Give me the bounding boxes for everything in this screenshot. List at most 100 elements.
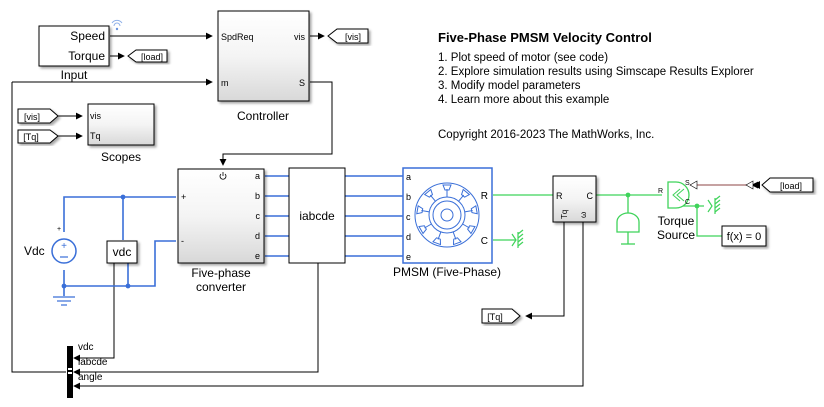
svg-text:Tq: Tq (560, 210, 569, 219)
block-label: Vdc (24, 244, 45, 258)
annotation-panel: Five-Phase PMSM Velocity Control 1. Plot… (438, 30, 754, 141)
svg-text:d: d (406, 232, 411, 242)
svg-text:S: S (685, 180, 690, 187)
port-plus: + (181, 192, 186, 202)
copyright: Copyright 2016-2023 The MathWorks, Inc. (438, 129, 655, 141)
motor-icon (414, 182, 480, 248)
dc-voltage-source-block[interactable]: + + Vdc (24, 226, 77, 264)
svg-text:vdc: vdc (113, 245, 132, 259)
svg-text:R: R (658, 188, 663, 195)
block-label: Source (657, 228, 695, 242)
goto-load[interactable]: [load] (127, 49, 168, 63)
model-title: Five-Phase PMSM Velocity Control (438, 30, 652, 45)
solver-config-block[interactable]: f(x) = 0 (721, 225, 767, 247)
svg-text:C: C (685, 199, 690, 206)
svg-text:R: R (556, 191, 563, 201)
block-label: Input (61, 68, 88, 82)
svg-text:a: a (255, 171, 260, 181)
port-s: S (299, 78, 305, 88)
controller-block[interactable]: SpdReq m vis S Controller (217, 10, 310, 123)
signal-label-vdc: vdc (78, 342, 94, 353)
power-icon (219, 172, 227, 180)
svg-text:[vis]: [vis] (345, 32, 361, 42)
from-tq[interactable]: [Tq] (17, 129, 59, 144)
scopes-block[interactable]: vis Tq Scopes (87, 103, 155, 164)
phase-wires[interactable] (265, 175, 403, 257)
from-load[interactable]: [load] (761, 177, 814, 193)
port-m: m (221, 78, 229, 88)
link-modify-parameters[interactable]: 3. Modify model parameters (438, 80, 581, 92)
line-vdc[interactable] (73, 263, 115, 362)
pmsm-block[interactable]: a b c d e R C PMSM (Five-Phase) (393, 167, 501, 279)
line-angle[interactable] (73, 222, 584, 390)
signal-label-angle: angle (78, 372, 103, 383)
plus-sign: + (61, 241, 67, 252)
port-speed: Speed (70, 29, 105, 43)
link-learn-more[interactable]: 4. Learn more about this example (438, 94, 610, 106)
junction (694, 203, 700, 209)
line-mux-out[interactable] (11, 82, 66, 373)
svg-text:iabcde: iabcde (299, 209, 335, 223)
goto-tq[interactable]: [Tq] (481, 308, 521, 324)
electrical-lines (61, 175, 403, 296)
block-label: Scopes (101, 150, 141, 164)
from-vis[interactable]: [vis] (17, 108, 59, 124)
junction (125, 283, 131, 289)
wire-dc-minus[interactable] (63, 240, 176, 287)
input-block[interactable]: Speed Torque Input (38, 19, 123, 82)
current-sensor-block[interactable]: iabcde (288, 167, 346, 264)
electrical-ground-icon (53, 296, 75, 306)
converter-block[interactable]: + - a b c d e Five-phase converter (177, 168, 265, 294)
svg-text:[load]: [load] (141, 52, 163, 62)
svg-text:C: C (481, 236, 488, 247)
svg-text:[Tq]: [Tq] (487, 312, 503, 322)
voltage-sensor-block[interactable]: vdc (106, 240, 138, 264)
block-label: converter (196, 280, 246, 294)
torque-source-block[interactable]: R S C Torque Source (657, 180, 698, 242)
svg-text:c: c (256, 211, 261, 221)
svg-text:ω: ω (579, 212, 588, 218)
link-plot-speed[interactable]: 1. Plot speed of motor (see code) (438, 52, 609, 64)
svg-text:e: e (406, 252, 411, 262)
svg-text:[load]: [load] (780, 181, 802, 191)
port-spdreq: SpdReq (221, 32, 254, 42)
wire-dc-plus[interactable] (63, 196, 176, 232)
svg-text:+: + (57, 226, 61, 233)
inertia-icon[interactable] (616, 212, 640, 245)
svg-text:a: a (406, 172, 411, 182)
mechanical-ground-icon (707, 195, 721, 214)
mechanical-ground-icon (511, 229, 524, 248)
svg-text:f(x) = 0: f(x) = 0 (727, 231, 762, 243)
svg-text:[vis]: [vis] (24, 112, 40, 122)
link-explore-results[interactable]: 2. Explore simulation results using Sims… (438, 66, 754, 78)
svg-text:[Tq]: [Tq] (23, 132, 39, 142)
wire-solver[interactable] (696, 206, 722, 237)
port-torque: Torque (68, 49, 105, 63)
junction (120, 194, 126, 200)
port-vis: vis (294, 32, 305, 42)
block-label: Torque (658, 214, 695, 228)
svg-text:C: C (587, 191, 594, 201)
line-tq[interactable] (525, 222, 565, 320)
block-label: PMSM (Five-Phase) (393, 265, 501, 279)
line-s[interactable] (219, 81, 333, 166)
motion-sensor-block[interactable]: R C Tq ω (552, 175, 597, 223)
junction (625, 192, 631, 198)
wifi-icon (111, 19, 123, 31)
junction (61, 283, 67, 289)
svg-text:c: c (406, 212, 411, 222)
svg-text:R: R (481, 191, 488, 202)
svg-text:d: d (255, 231, 260, 241)
goto-vis[interactable]: [vis] (327, 28, 369, 44)
svg-text:b: b (406, 192, 411, 202)
port-minus: - (181, 236, 184, 246)
port-tq: Tq (90, 131, 101, 141)
port-vis: vis (90, 111, 101, 121)
block-label: Controller (237, 109, 289, 123)
line-iabcde[interactable] (73, 263, 319, 376)
bus-creator-block[interactable]: vdc iabcde angle (67, 342, 108, 398)
svg-text:b: b (255, 191, 260, 201)
svg-text:e: e (255, 251, 260, 261)
ps-converter-icon (745, 180, 760, 190)
